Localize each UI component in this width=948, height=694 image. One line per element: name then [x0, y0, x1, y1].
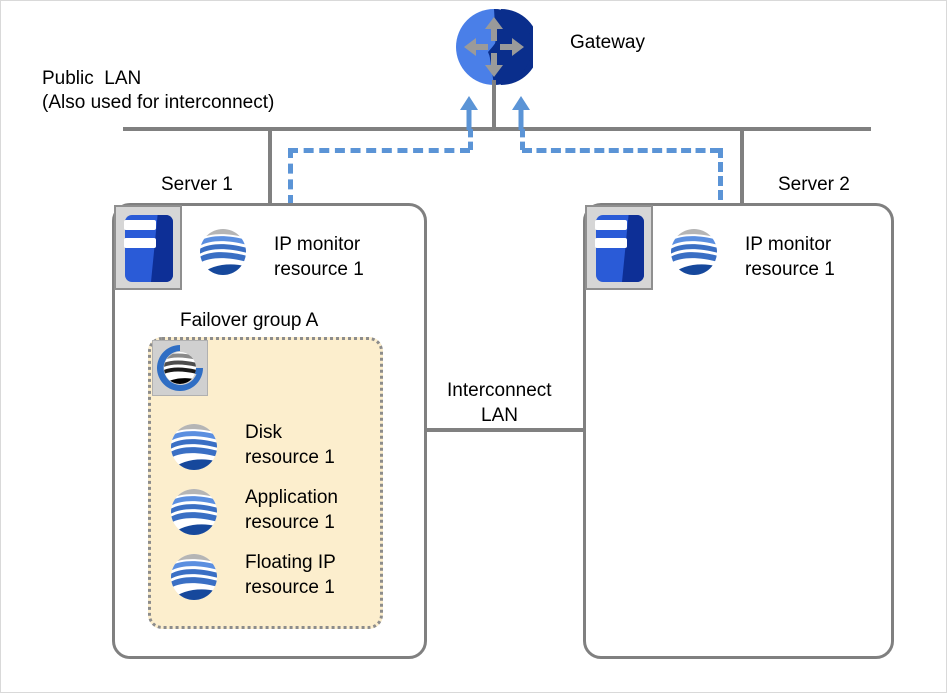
server1-ip-monitor-resource-label-line2: resource 1 — [274, 259, 364, 280]
gateway-label: Gateway — [570, 32, 645, 53]
server2-ip-monitor-resource-label-line2: resource 1 — [745, 259, 835, 280]
server2-lan-drop-line — [740, 127, 744, 205]
disk-resource-label-line1: Disk — [245, 422, 282, 443]
failover-group-icon — [152, 340, 208, 396]
application-resource-label-line1: Application — [245, 487, 338, 508]
server2-monitor-path-horizontal — [522, 148, 720, 153]
router-icon — [455, 8, 533, 86]
server1-ip-monitor-resource-label-line1: IP monitor — [274, 234, 361, 255]
server1-node-icon-bar-2 — [124, 238, 156, 248]
floating-ip-resource-label-line2: resource 1 — [245, 577, 335, 598]
server1-monitor-arrow-up-icon — [459, 96, 479, 130]
disk-resource-label-line2: resource 1 — [245, 447, 335, 468]
server2-ip-monitor-resource-icon — [670, 228, 718, 276]
server1-monitor-path-vertical — [288, 148, 293, 205]
interconnect-lan-label-line1: Interconnect — [447, 380, 552, 401]
server1-node-icon — [114, 205, 182, 290]
public-lan-bus-line — [123, 127, 871, 131]
server2-monitor-arrow-up-icon — [511, 96, 531, 130]
floating-ip-resource-label-line1: Floating IP — [245, 552, 336, 573]
server1-label: Server 1 — [161, 174, 233, 195]
server2-monitor-path-vertical — [718, 148, 723, 200]
application-resource-label-line2: resource 1 — [245, 512, 335, 533]
failover-group-label: Failover group A — [180, 310, 319, 331]
server1-monitor-path-horizontal — [288, 148, 470, 153]
interconnect-lan-line — [424, 428, 586, 432]
disk-resource-icon — [170, 423, 218, 471]
application-resource-icon — [170, 488, 218, 536]
server1-monitor-path-riser — [468, 129, 473, 150]
server2-node-icon-bar-2 — [595, 238, 627, 248]
server1-ip-monitor-resource-icon — [199, 228, 247, 276]
server2-node-icon-bar-1 — [595, 220, 627, 230]
server1-lan-drop-line — [268, 127, 272, 205]
public-lan-label-line2: (Also used for interconnect) — [42, 92, 275, 113]
interconnect-lan-label-line2: LAN — [481, 405, 518, 426]
floating-ip-resource-icon — [170, 553, 218, 601]
server2-ip-monitor-resource-label-line1: IP monitor — [745, 234, 832, 255]
gateway-stem-line — [492, 80, 496, 131]
server2-monitor-path-riser — [520, 129, 525, 150]
server2-label: Server 2 — [778, 174, 850, 195]
server2-node-icon — [585, 205, 653, 290]
public-lan-label-line1: Public LAN — [42, 68, 142, 89]
server1-node-icon-bar-1 — [124, 220, 156, 230]
